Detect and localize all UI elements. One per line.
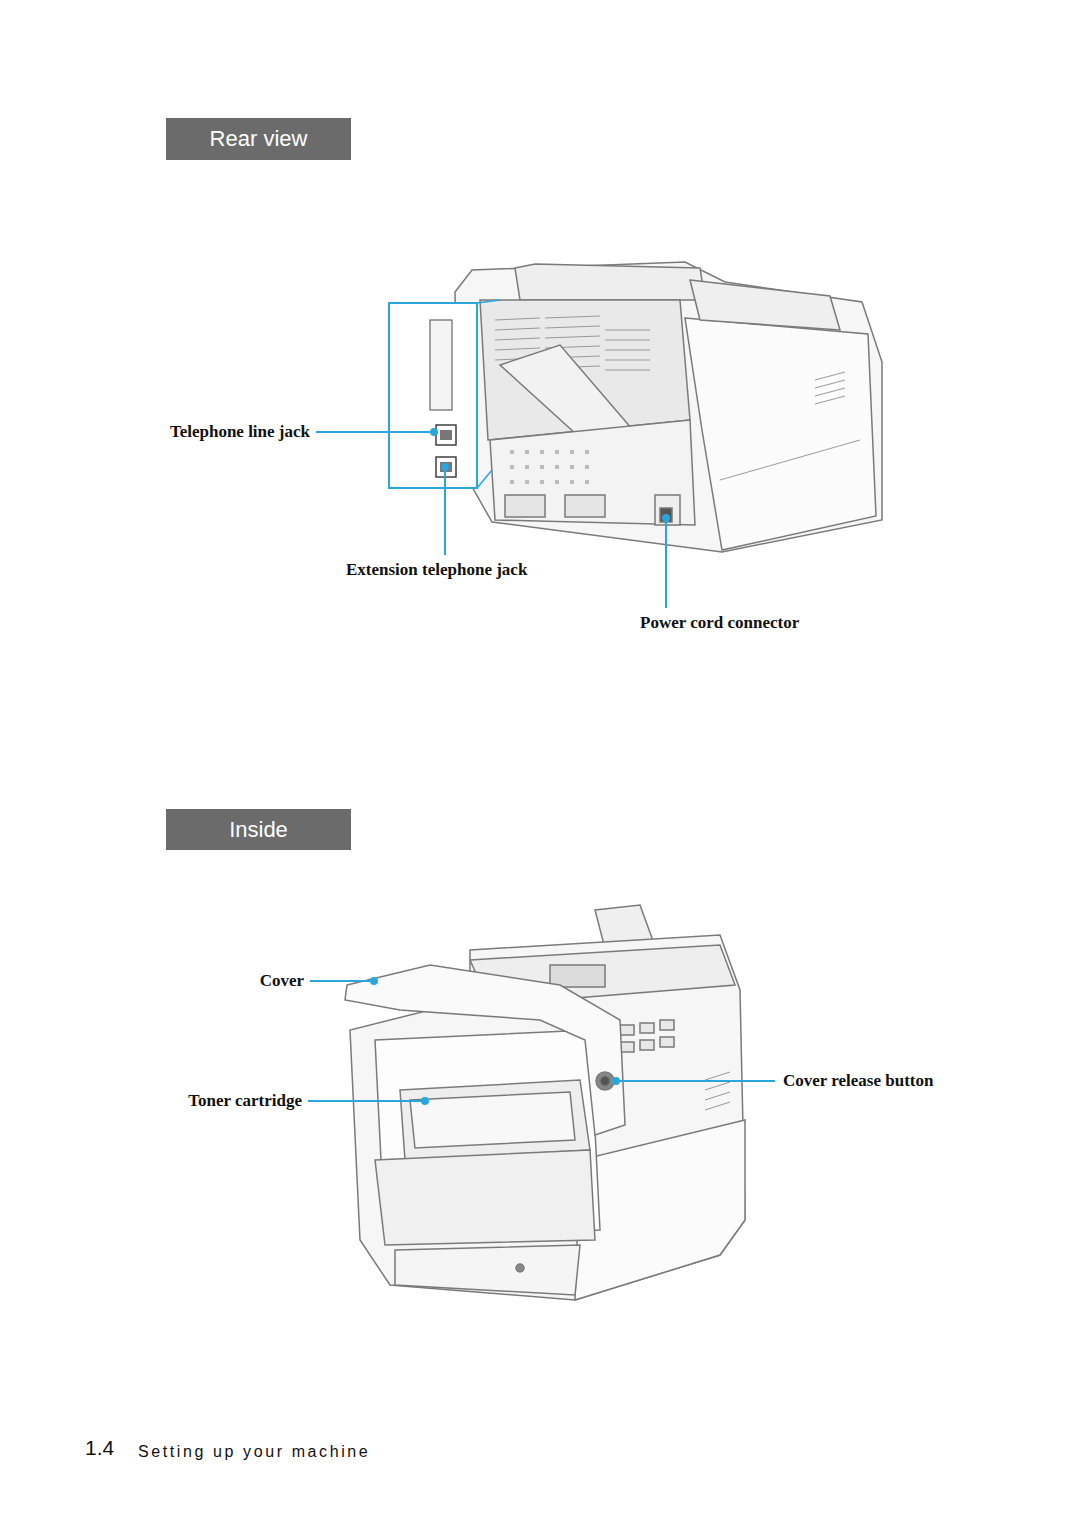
inside-machine <box>345 905 745 1300</box>
jack-inset <box>389 300 500 488</box>
section-heading: Rear view <box>210 126 308 152</box>
page-footer: Setting up your machine <box>136 1442 372 1462</box>
part-label: Cover <box>258 971 306 991</box>
page-number: 1.4 <box>83 1438 116 1458</box>
section-heading-box: Inside <box>166 809 351 850</box>
part-label: Cover release button <box>781 1071 935 1091</box>
part-label: Power cord connector <box>638 613 801 633</box>
part-label: Extension telephone jack <box>344 560 529 580</box>
section-heading: Inside <box>229 817 288 843</box>
part-label: Toner cartridge <box>186 1091 304 1111</box>
leader-lines-inside <box>308 978 775 1104</box>
part-label: Telephone line jack <box>168 422 312 442</box>
section-heading-box: Rear view <box>166 118 351 160</box>
leader-lines-rear <box>316 429 669 608</box>
rear-machine <box>455 262 882 552</box>
